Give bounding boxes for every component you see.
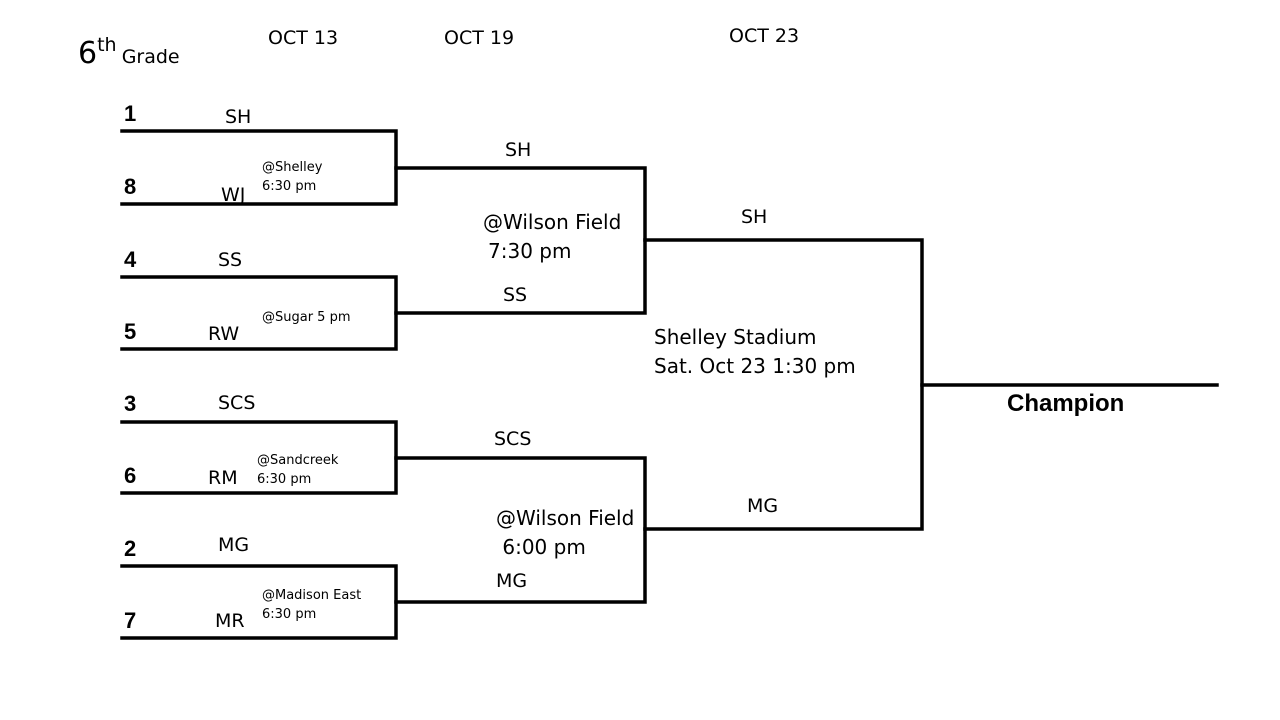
seed-7: 7: [124, 608, 137, 633]
team-slot: SS: [218, 249, 243, 271]
team-slot: SS: [503, 284, 528, 306]
round1-date: OCT 13: [268, 27, 339, 49]
seed-6: 6: [124, 463, 137, 488]
grade-suffix: th: [97, 34, 117, 56]
team-slot: SH: [505, 139, 532, 161]
champion-label: Champion: [1007, 390, 1125, 417]
seed-4: 4: [124, 247, 137, 272]
grade-label: Grade: [121, 46, 180, 68]
round2-date: OCT 19: [444, 27, 515, 49]
venue-label: Shelley Stadium Sat. Oct 23 1:30 pm: [654, 325, 856, 378]
team-slot: MR: [215, 610, 245, 632]
r1-match2-line: [120, 275, 398, 351]
team-slot: SH: [741, 206, 768, 228]
venue-label: @Sugar 5 pm: [262, 310, 351, 325]
venue-label: @Shelley 6:30 pm: [262, 160, 323, 194]
seed-2: 2: [124, 536, 137, 561]
round3-date: OCT 23: [729, 25, 800, 47]
final-line: [643, 238, 924, 531]
team-slot: WJ: [221, 184, 246, 206]
venue-label: @Wilson Field 6:00 pm: [496, 506, 635, 559]
team-slot: MG: [218, 534, 250, 556]
grade-number: 6: [78, 36, 98, 71]
team-slot: RM: [208, 467, 238, 489]
team-slot: SCS: [494, 428, 532, 450]
venue-label: @Wilson Field 7:30 pm: [483, 210, 622, 263]
r1-match1-line: [120, 129, 398, 206]
team-slot: MG: [496, 570, 528, 592]
venue-label: @Sandcreek 6:30 pm: [257, 453, 339, 487]
team-slot: MG: [747, 495, 779, 517]
seed-5: 5: [124, 319, 137, 344]
seed-3: 3: [124, 391, 137, 416]
seed-1: 1: [124, 101, 137, 126]
team-slot: RW: [208, 323, 240, 345]
seed-8: 8: [124, 174, 137, 199]
team-slot: SH: [225, 106, 252, 128]
grade-title: 6th Grade: [78, 36, 180, 69]
team-slot: SCS: [218, 392, 256, 414]
venue-label: @Madison East 6:30 pm: [262, 588, 362, 622]
